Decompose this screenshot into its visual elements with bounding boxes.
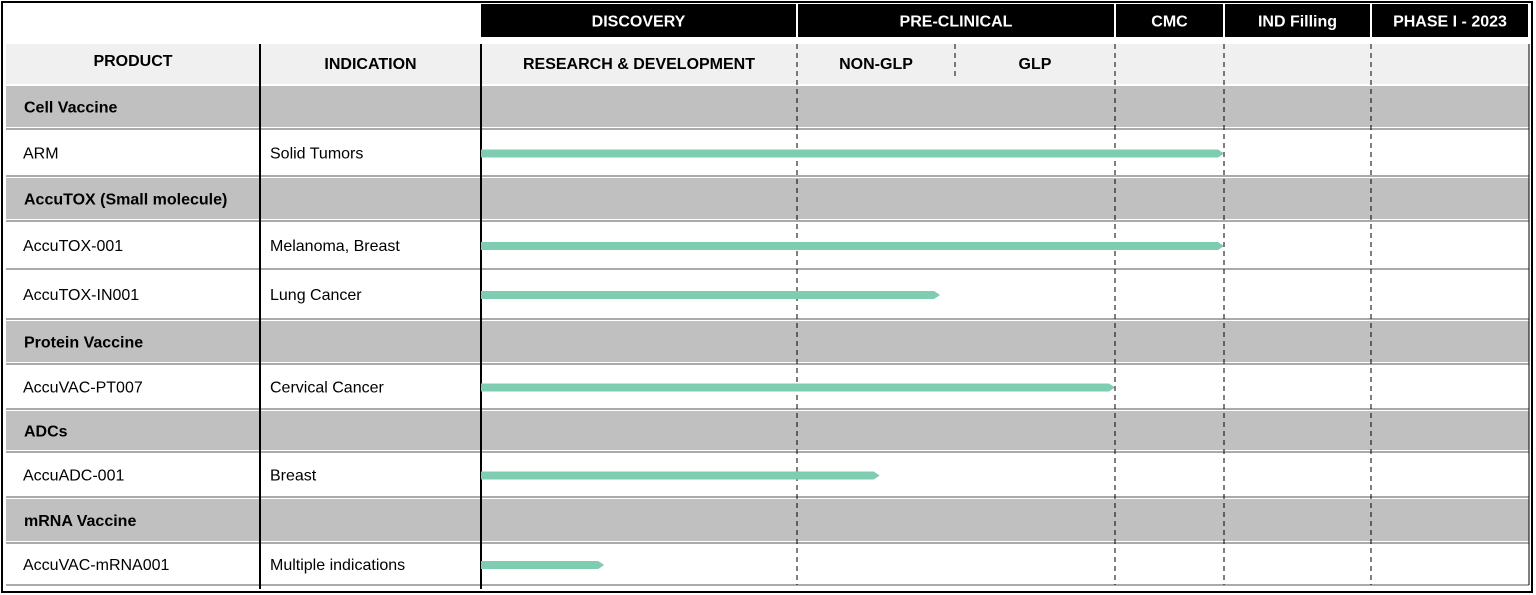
stage-label: CMC bbox=[1151, 14, 1188, 31]
product-name: AccuTOX-IN001 bbox=[23, 287, 139, 304]
stage-label: PRE-CLINICAL bbox=[900, 14, 1013, 31]
stage-box bbox=[1225, 4, 1370, 37]
product-name: AccuADC-001 bbox=[23, 468, 124, 485]
indication-label: Breast bbox=[270, 468, 317, 485]
category-label: AccuTOX (Small molecule) bbox=[24, 192, 227, 209]
progress-bar bbox=[481, 149, 1224, 158]
progress-bar bbox=[481, 242, 1224, 250]
progress-bar bbox=[481, 561, 605, 569]
stage-box bbox=[1372, 4, 1528, 37]
stage-box bbox=[481, 4, 796, 37]
stage-label: PHASE I - 2023 bbox=[1393, 14, 1507, 31]
indication-label: Lung Cancer bbox=[270, 287, 362, 304]
category-band bbox=[6, 321, 1529, 362]
category-label: Cell Vaccine bbox=[24, 100, 117, 117]
table-text: PRODUCT INDICATION RESEARCH & DEVELOPMENT N… bbox=[23, 53, 1052, 574]
product-name: AccuVAC-mRNA001 bbox=[23, 557, 170, 574]
grid-lines bbox=[6, 44, 1530, 589]
category-label: ADCs bbox=[24, 424, 68, 441]
indication-label: Cervical Cancer bbox=[270, 380, 384, 397]
product-name: ARM bbox=[23, 146, 59, 163]
column-header-indication: INDICATION bbox=[324, 56, 416, 73]
substage-label: RESEARCH & DEVELOPMENT bbox=[523, 56, 755, 73]
product-name: AccuTOX-001 bbox=[23, 238, 123, 255]
category-band bbox=[6, 86, 1529, 127]
category-band bbox=[6, 178, 1529, 219]
stage-box bbox=[798, 4, 1114, 37]
category-label: Protein Vaccine bbox=[24, 335, 143, 352]
indication-label: Melanoma, Breast bbox=[270, 238, 400, 255]
column-header-product: PRODUCT bbox=[93, 53, 172, 70]
indication-label: Multiple indications bbox=[270, 557, 405, 574]
header-band bbox=[6, 44, 1529, 84]
category-band bbox=[6, 411, 1529, 450]
stage-box bbox=[1116, 4, 1223, 37]
progress-bar bbox=[481, 291, 941, 299]
stage-label: DISCOVERY bbox=[592, 14, 686, 31]
progress-bars bbox=[481, 149, 1224, 569]
product-name: AccuVAC-PT007 bbox=[23, 380, 143, 397]
substage-label: NON-GLP bbox=[839, 56, 913, 73]
stage-label: IND Filling bbox=[1258, 14, 1337, 31]
indication-label: Solid Tumors bbox=[270, 146, 363, 163]
category-label: mRNA Vaccine bbox=[24, 513, 136, 530]
progress-bar bbox=[481, 471, 880, 480]
stage-header: DISCOVERY PRE-CLINICAL CMC IND Filling PHASE… bbox=[481, 4, 1528, 37]
progress-bar bbox=[481, 383, 1115, 392]
category-band bbox=[6, 499, 1529, 541]
substage-label: GLP bbox=[1019, 56, 1052, 73]
